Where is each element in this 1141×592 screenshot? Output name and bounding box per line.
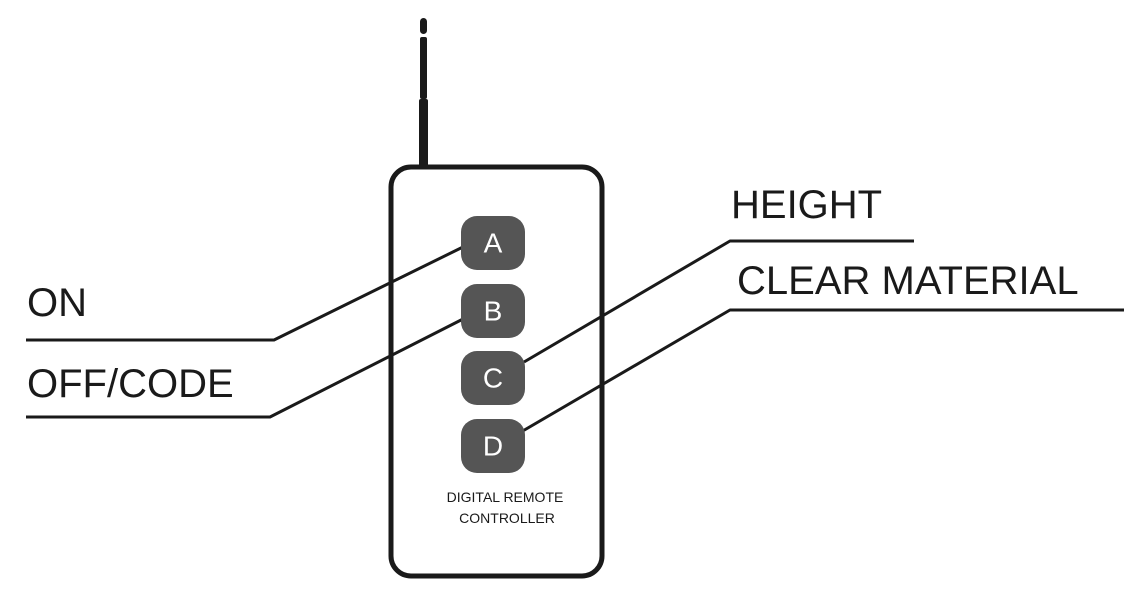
leader-line-off-code bbox=[26, 316, 466, 419]
button-d[interactable]: D bbox=[461, 419, 525, 473]
callout-height: HEIGHT bbox=[731, 183, 882, 227]
callout-off-code: OFF/CODE bbox=[27, 362, 234, 406]
leader-line-clear-material bbox=[520, 308, 1124, 434]
button-c[interactable]: C bbox=[461, 351, 525, 405]
button-a-label: A bbox=[484, 228, 503, 259]
remote-caption-line1: DIGITAL REMOTE bbox=[447, 489, 564, 505]
antenna bbox=[419, 18, 428, 169]
button-c-label: C bbox=[483, 363, 503, 394]
callout-on: ON bbox=[27, 281, 87, 325]
button-b[interactable]: B bbox=[461, 284, 525, 338]
button-b-label: B bbox=[484, 296, 503, 327]
leader-line-height bbox=[523, 239, 914, 364]
leader-line-on bbox=[26, 244, 466, 342]
button-a[interactable]: A bbox=[461, 216, 525, 270]
button-d-label: D bbox=[483, 431, 503, 462]
remote-caption-line2: CONTROLLER bbox=[459, 510, 555, 526]
callout-clear-material: CLEAR MATERIAL bbox=[737, 259, 1079, 303]
